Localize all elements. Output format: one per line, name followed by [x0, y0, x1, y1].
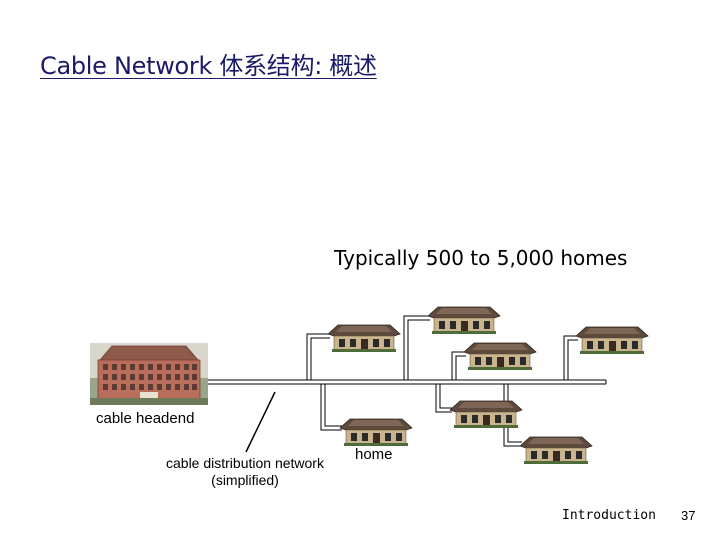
- home-house-3: [463, 342, 537, 371]
- distribution-network-label: cable distribution network (simplified): [166, 455, 324, 488]
- cable-headend-building: [90, 343, 208, 405]
- cable-headend-label: cable headend: [96, 410, 195, 427]
- home-house-1: [327, 324, 401, 353]
- home-label: home: [355, 446, 393, 463]
- slide-title: Cable Network 体系结构: 概述: [40, 52, 377, 80]
- homes-caption: Typically 500 to 5,000 homes: [334, 246, 628, 270]
- home-house-5: [449, 400, 523, 429]
- home-house-7: [519, 436, 593, 465]
- home-house-4: [575, 326, 649, 355]
- trunk-cable: [208, 379, 607, 385]
- home-house-6: [339, 418, 413, 447]
- home-house-2: [427, 306, 501, 335]
- footer-page-number: 37: [681, 508, 696, 523]
- footer-section-name: Introduction: [562, 508, 656, 523]
- distribution-pointer-line: [245, 391, 276, 453]
